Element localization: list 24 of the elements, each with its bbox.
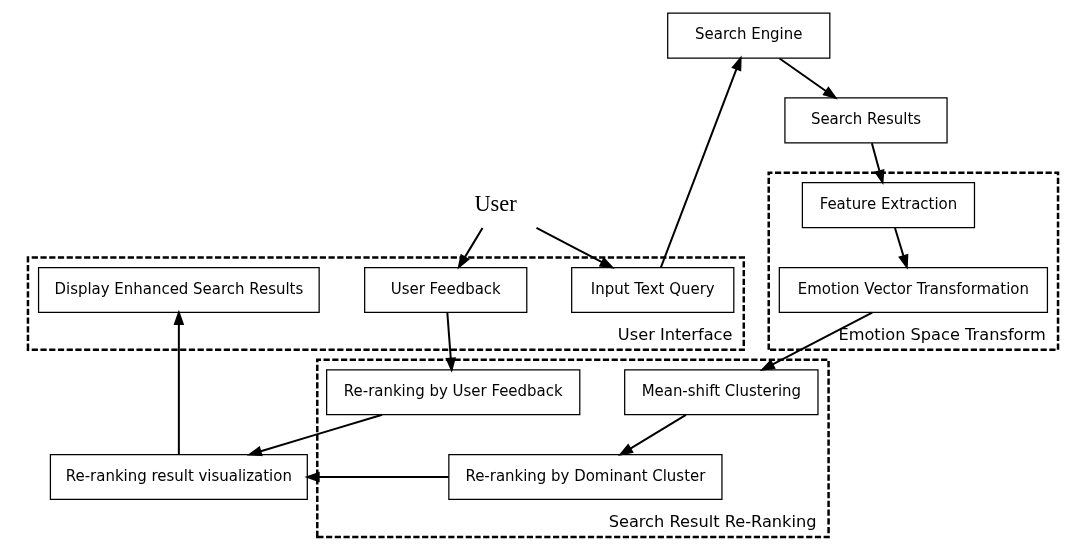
arrow xyxy=(445,311,457,373)
arrow xyxy=(759,311,874,372)
node-box: Input Text Query xyxy=(571,266,735,314)
arrow xyxy=(659,55,742,269)
arrow xyxy=(304,471,450,483)
node-box: Feature Extraction xyxy=(801,182,976,229)
node-box: Mean-shift Clustering xyxy=(624,369,819,416)
node-box: Re-ranking result visualization xyxy=(49,453,308,501)
arrow xyxy=(870,142,885,186)
node-box: Re-ranking by Dominant Cluster xyxy=(448,453,723,501)
arrow xyxy=(535,226,615,269)
arrow xyxy=(894,227,909,270)
node-box: Emotion Vector Transformation xyxy=(778,266,1049,314)
arrow xyxy=(457,227,484,270)
arrow xyxy=(778,57,838,100)
node-box: User Feedback xyxy=(364,266,528,314)
node-box: Search Engine xyxy=(667,12,831,59)
node-box: Re-ranking by User Feedback xyxy=(326,369,581,416)
node-box: Display Enhanced Search Results xyxy=(37,266,320,314)
arrow xyxy=(246,413,384,457)
node-box: Search Results xyxy=(784,97,948,144)
arrow xyxy=(173,309,185,456)
node-text: User xyxy=(474,190,517,216)
arrow xyxy=(618,413,687,457)
